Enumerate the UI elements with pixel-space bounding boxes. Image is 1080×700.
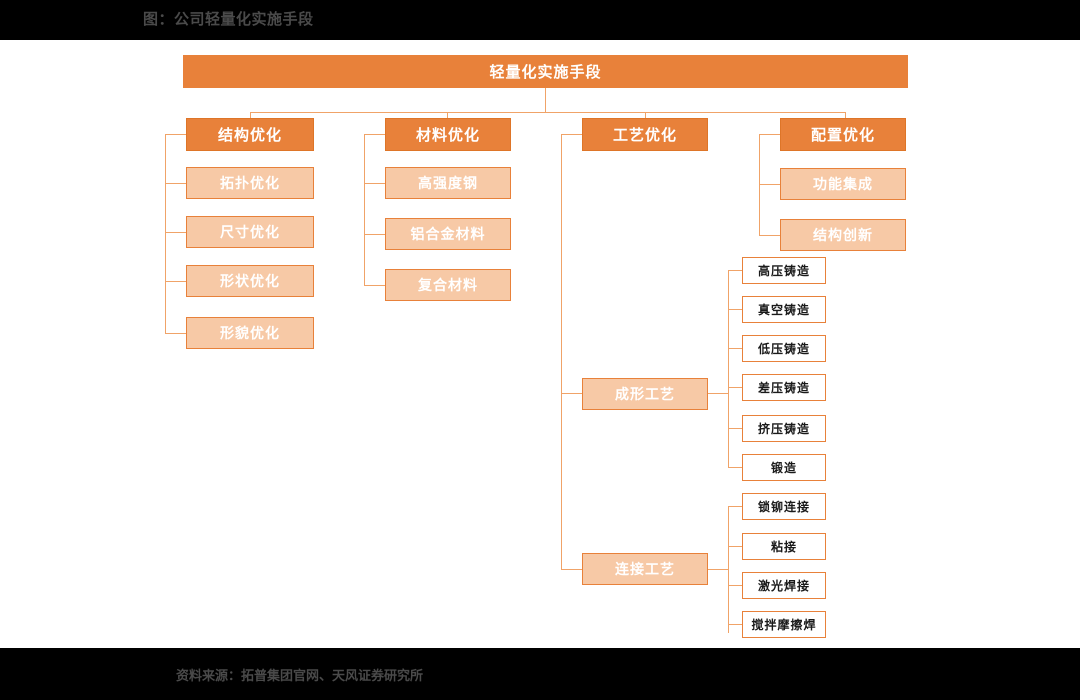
node-structural-innovation[interactable]: 结构创新 (780, 219, 906, 251)
connector-joining-stub (708, 569, 728, 570)
connector-forming-child-6 (728, 467, 742, 468)
connector-joining-bus (728, 506, 729, 633)
node-shape-opt[interactable]: 形状优化 (186, 265, 314, 297)
connector-structure-bus (165, 134, 166, 334)
connector-forming-child-4 (728, 387, 742, 388)
node-hpdc[interactable]: 高压铸造 (742, 257, 826, 284)
node-topology-opt[interactable]: 拓扑优化 (186, 167, 314, 199)
node-root[interactable]: 轻量化实施手段 (183, 55, 908, 88)
connector-structure-child-4 (165, 333, 186, 334)
connector-joining-child-4 (728, 624, 742, 625)
node-aluminum-alloy[interactable]: 铝合金材料 (385, 218, 511, 250)
connector-process-to-forming (561, 393, 582, 394)
node-composite-material[interactable]: 复合材料 (385, 269, 511, 301)
node-function-integration[interactable]: 功能集成 (780, 168, 906, 200)
node-forging[interactable]: 锻造 (742, 454, 826, 481)
connector-configuration-child-2 (759, 235, 780, 236)
node-high-strength-steel[interactable]: 高强度钢 (385, 167, 511, 199)
node-vacuum-casting[interactable]: 真空铸造 (742, 296, 826, 323)
node-self-piercing-riveting[interactable]: 锁铆连接 (742, 493, 826, 520)
node-morphology-opt[interactable]: 形貌优化 (186, 317, 314, 349)
connector-forming-child-1 (728, 270, 742, 271)
connector-joining-child-3 (728, 585, 742, 586)
node-size-opt[interactable]: 尺寸优化 (186, 216, 314, 248)
connector-root-bus (250, 112, 845, 113)
connector-structure-child-3 (165, 281, 186, 282)
connector-material-child-3 (364, 285, 385, 286)
node-low-pressure-casting[interactable]: 低压铸造 (742, 335, 826, 362)
node-forming-process[interactable]: 成形工艺 (582, 378, 708, 410)
connector-process-to-joining (561, 569, 582, 570)
connector-configuration-child-1 (759, 184, 780, 185)
connector-joining-child-1 (728, 506, 742, 507)
diagram-canvas: 轻量化实施手段 结构优化 拓扑优化 尺寸优化 形状优化 形貌优化 材料优化 高强… (0, 40, 1080, 648)
connector-joining-child-2 (728, 546, 742, 547)
connector-forming-child-5 (728, 428, 742, 429)
connector-configuration-parent-stub (759, 134, 780, 135)
connector-material-child-2 (364, 234, 385, 235)
connector-structure-child-1 (165, 183, 186, 184)
source-note: 资料来源：拓普集团官网、天风证券研究所 (176, 668, 424, 683)
connector-material-parent-stub (364, 134, 385, 135)
connector-forming-bus (728, 270, 729, 468)
connector-material-bus (364, 134, 365, 286)
header-band: 图：公司轻量化实施手段 (0, 0, 1080, 40)
connector-structure-child-2 (165, 232, 186, 233)
page-title: 图：公司轻量化实施手段 (143, 11, 314, 28)
node-counter-pressure-casting[interactable]: 差压铸造 (742, 374, 826, 401)
connector-process-parent-stub (561, 134, 582, 135)
node-branch-material[interactable]: 材料优化 (385, 118, 511, 151)
footer-band: 资料来源：拓普集团官网、天风证券研究所 (0, 648, 1080, 700)
connector-forming-stub (708, 393, 728, 394)
connector-forming-child-2 (728, 309, 742, 310)
connector-configuration-bus (759, 134, 760, 236)
node-joining-process[interactable]: 连接工艺 (582, 553, 708, 585)
connector-structure-parent-stub (165, 134, 186, 135)
node-laser-welding[interactable]: 激光焊接 (742, 572, 826, 599)
connector-forming-child-3 (728, 348, 742, 349)
node-branch-structure[interactable]: 结构优化 (186, 118, 314, 151)
node-friction-stir-welding[interactable]: 搅拌摩擦焊 (742, 611, 826, 638)
connector-root-stem (545, 88, 546, 112)
node-branch-configuration[interactable]: 配置优化 (780, 118, 906, 151)
node-squeeze-casting[interactable]: 挤压铸造 (742, 415, 826, 442)
node-branch-process[interactable]: 工艺优化 (582, 118, 708, 151)
connector-process-bus (561, 134, 562, 569)
node-adhesive-bonding[interactable]: 粘接 (742, 533, 826, 560)
connector-material-child-1 (364, 183, 385, 184)
